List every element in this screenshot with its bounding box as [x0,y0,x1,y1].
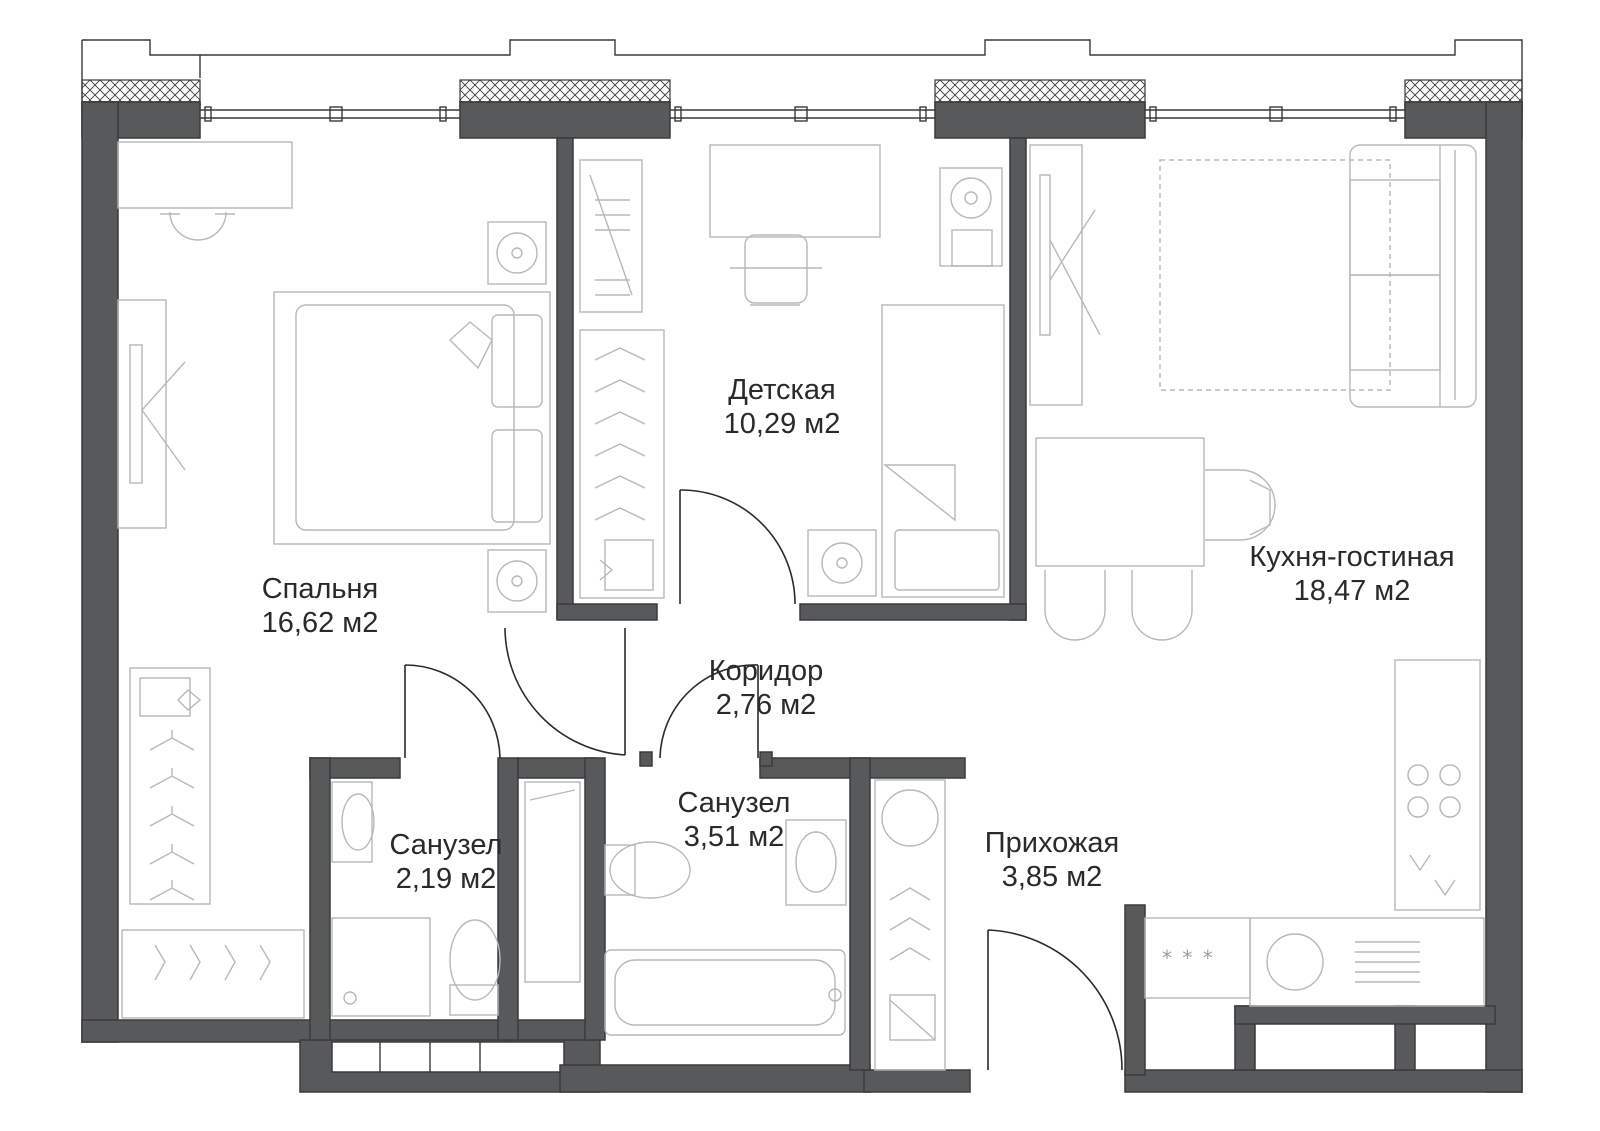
room-name: Прихожая [984,827,1120,859]
room-area: 2,76 м2 [715,689,817,721]
room-label-bathroom-2: Санузел 3,51 м2 [678,786,791,854]
kitchen-furniture [1029,144,1485,1007]
window-kids [670,106,935,122]
room-label-hall: Прихожая 3,85 м2 [985,826,1119,894]
room-name: Санузел [389,829,503,861]
window-kitchen [1145,106,1405,122]
room-label-kitchen: Кухня-гостиная 18,47 м2 [1249,540,1454,608]
room-area: 3,85 м2 [1001,861,1103,893]
room-name: Коридор [708,655,824,687]
doors [404,489,1123,1071]
room-label-bedroom: Спальня 16,62 м2 [262,572,379,640]
walls [81,101,1523,1093]
room-area: 2,19 м2 [395,863,497,895]
room-name: Санузел [677,787,791,819]
room-name: Детская [728,374,836,406]
room-label-corridor: Коридор 2,76 м2 [709,654,824,722]
window-bedroom [200,106,460,122]
room-name: Спальня [261,573,379,605]
room-label-bathroom-1: Санузел 2,19 м2 [390,828,503,896]
room-area: 3,51 м2 [683,821,785,853]
bedroom-furniture [117,141,551,1019]
stove-marks: * * * [1162,946,1215,970]
facade [81,39,1523,120]
room-label-kids: Детская 10,29 м2 [724,373,841,441]
room-area: 18,47 м2 [1293,575,1411,607]
bathroom1-furniture [331,781,501,1017]
room-area: 16,62 м2 [261,607,379,639]
bathroom2-furniture [524,779,946,1071]
room-name: Кухня-гостиная [1249,541,1455,573]
room-area: 10,29 м2 [723,408,841,440]
kids-furniture [579,144,1005,599]
